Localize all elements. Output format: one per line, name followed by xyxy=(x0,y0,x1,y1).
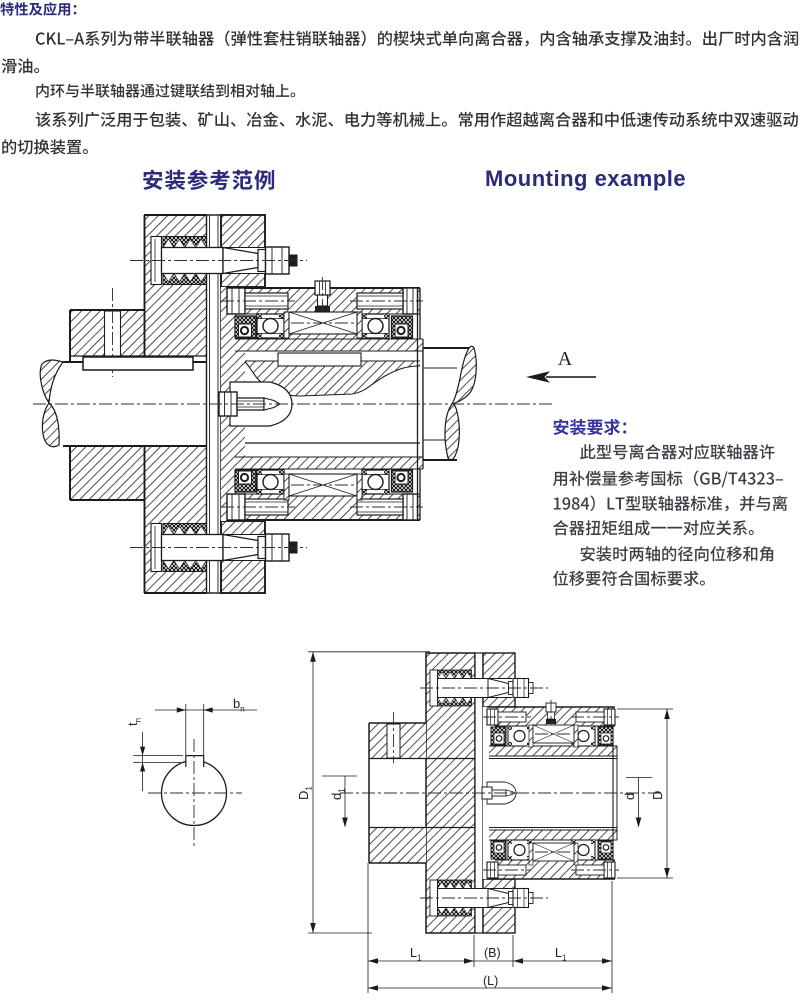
svg-text:bn: bn xyxy=(233,696,245,714)
svg-text:L1: L1 xyxy=(555,946,567,963)
svg-text:(L): (L) xyxy=(483,974,498,988)
svg-text:(B): (B) xyxy=(484,946,501,960)
svg-text:tn: tn xyxy=(125,718,143,726)
svg-text:d: d xyxy=(622,793,637,800)
svg-text:L1: L1 xyxy=(410,946,422,963)
svg-text:D: D xyxy=(650,791,665,800)
svg-text:d1: d1 xyxy=(329,788,347,800)
svg-text:A: A xyxy=(558,348,573,370)
svg-text:D1: D1 xyxy=(296,786,314,800)
